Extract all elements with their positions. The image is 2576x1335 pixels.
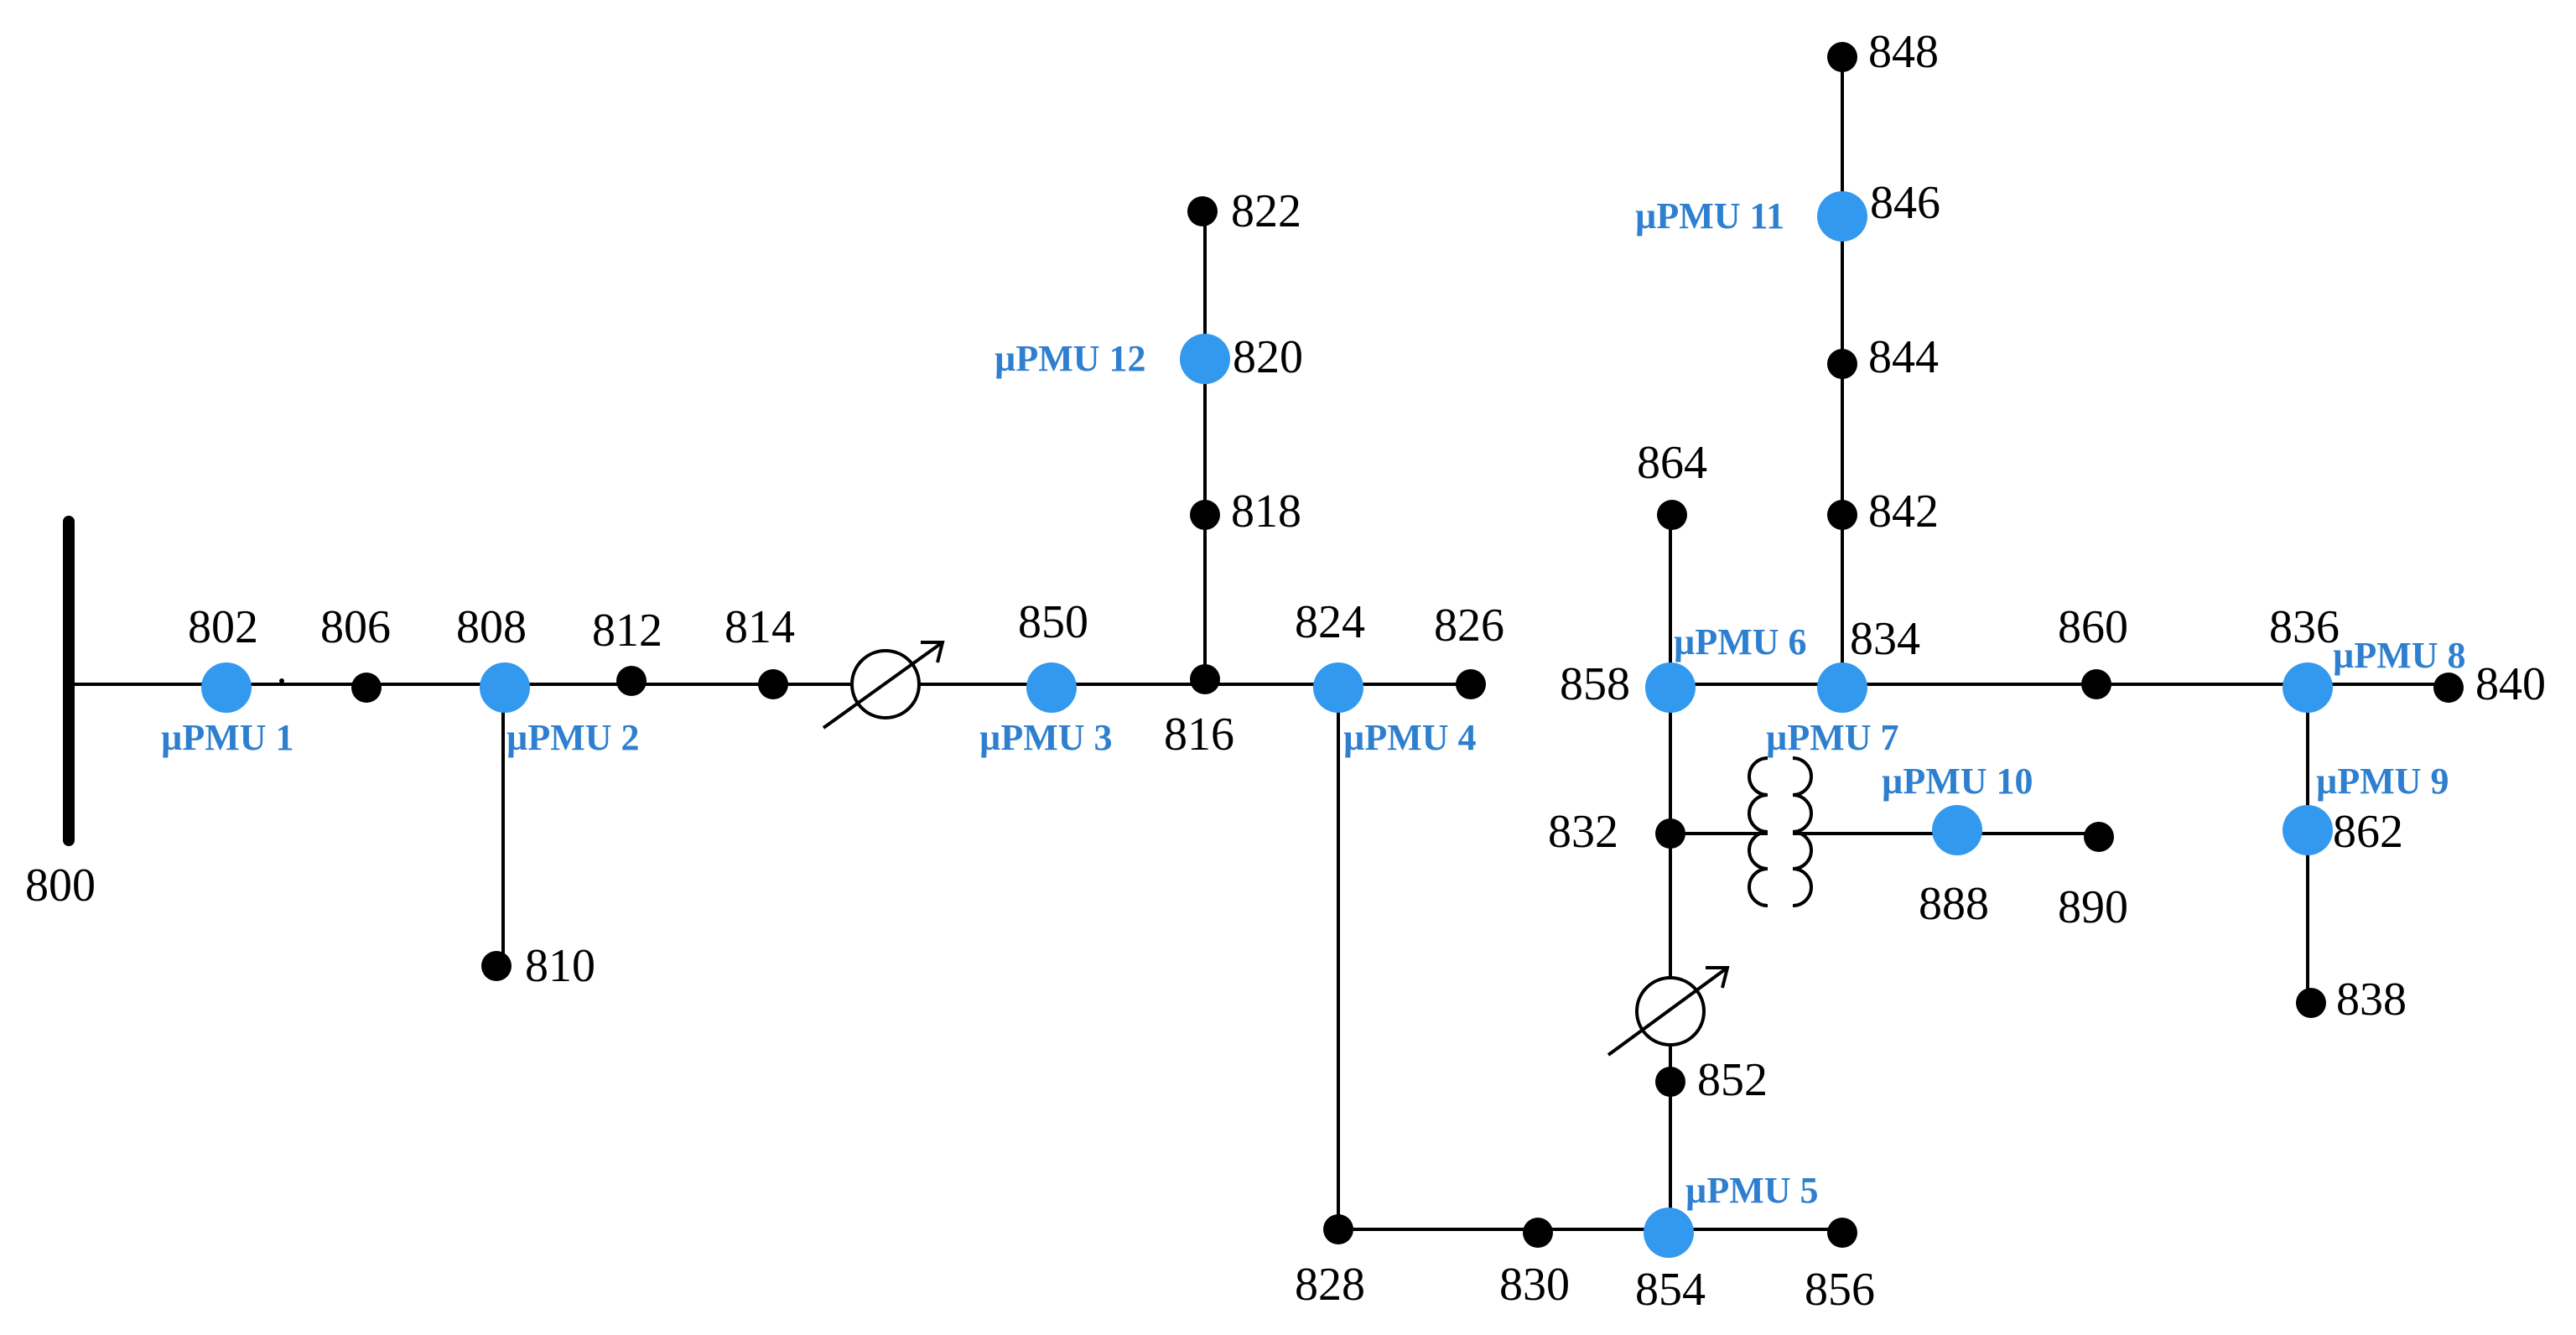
bus-842 xyxy=(1827,500,1857,530)
pmu-label-5: µPMU 5 xyxy=(1685,1170,1819,1211)
bus-label-862: 862 xyxy=(2333,806,2403,858)
bus-label-856: 856 xyxy=(1805,1264,1875,1316)
pmu-node-824 xyxy=(1313,662,1363,713)
bus-822 xyxy=(1187,196,1218,226)
pmu-label-3: µPMU 3 xyxy=(979,717,1113,758)
pmu-label-6: µPMU 6 xyxy=(1674,621,1807,662)
bus-label-860: 860 xyxy=(2058,601,2128,653)
bus-label-890: 890 xyxy=(2058,881,2128,933)
bus-838 xyxy=(2296,988,2326,1018)
bus-label-810: 810 xyxy=(525,940,595,992)
pmu-node-834 xyxy=(1817,662,1867,713)
bus-labels: 800 802 806 808 810 812 814 850 816 818 … xyxy=(25,26,2546,1316)
pmu-labels: µPMU 1 µPMU 2 µPMU 3 µPMU 4 µPMU 5 µPMU … xyxy=(161,195,2466,1211)
bus-848 xyxy=(1827,42,1857,72)
bus-label-818: 818 xyxy=(1231,486,1301,538)
bus-label-814: 814 xyxy=(724,601,795,653)
bus-label-842: 842 xyxy=(1868,486,1939,538)
bus-844 xyxy=(1827,349,1857,379)
bus-864 xyxy=(1657,500,1687,530)
pmu-node-858 xyxy=(1645,662,1696,713)
pmu-node-808 xyxy=(480,662,530,713)
pmu-label-10: µPMU 10 xyxy=(1882,761,2033,802)
bus-label-858: 858 xyxy=(1560,658,1630,710)
pmu-label-11: µPMU 11 xyxy=(1635,195,1784,236)
bus-816 xyxy=(1190,664,1220,694)
pmu-node-846 xyxy=(1817,191,1867,242)
pmu-node-850 xyxy=(1026,662,1077,713)
bus-818 xyxy=(1190,500,1220,530)
bus-label-802: 802 xyxy=(188,601,258,653)
bus-812 xyxy=(616,666,647,696)
bus-label-852: 852 xyxy=(1697,1054,1768,1106)
bus-806 xyxy=(351,673,382,703)
bus-label-854: 854 xyxy=(1635,1264,1706,1316)
voltage-regulator-2 xyxy=(1607,966,1730,1057)
bus-label-846: 846 xyxy=(1870,177,1940,229)
bus-label-806: 806 xyxy=(320,601,391,653)
bus-label-822: 822 xyxy=(1231,185,1301,237)
bus-828 xyxy=(1323,1214,1353,1244)
bus-label-800: 800 xyxy=(25,860,96,912)
bus-label-844: 844 xyxy=(1868,331,1939,383)
bus-label-832: 832 xyxy=(1548,806,1618,858)
pmu-label-1: µPMU 1 xyxy=(161,717,294,758)
pmu-node-888 xyxy=(1932,805,1982,855)
bus-label-834: 834 xyxy=(1850,613,1920,665)
pmu-label-4: µPMU 4 xyxy=(1343,717,1477,758)
pmu-node-836 xyxy=(2283,662,2333,713)
voltage-regulator-1 xyxy=(822,641,945,730)
bus-label-850: 850 xyxy=(1018,596,1088,648)
bus-label-838: 838 xyxy=(2336,974,2407,1026)
bus-nodes xyxy=(351,42,2464,1248)
bus-830 xyxy=(1523,1218,1553,1248)
bus-label-864: 864 xyxy=(1637,437,1707,489)
pmu-label-12: µPMU 12 xyxy=(995,338,1146,379)
pmu-label-9: µPMU 9 xyxy=(2316,761,2449,802)
pmu-node-820 xyxy=(1180,334,1230,384)
bus-label-808: 808 xyxy=(456,601,527,653)
bus-label-824: 824 xyxy=(1295,596,1365,648)
bus-label-888: 888 xyxy=(1919,878,1989,930)
pmu-label-8: µPMU 8 xyxy=(2333,635,2466,676)
bus-label-830: 830 xyxy=(1499,1259,1570,1311)
transformer xyxy=(1748,756,1813,907)
pmu-nodes xyxy=(201,191,2333,1258)
bus-890 xyxy=(2084,822,2114,852)
bus-label-826: 826 xyxy=(1434,600,1504,652)
bus-852 xyxy=(1655,1067,1685,1097)
bus-856 xyxy=(1827,1218,1857,1248)
bus-826 xyxy=(1456,669,1486,699)
pmu-label-7: µPMU 7 xyxy=(1766,717,1899,758)
bus-810 xyxy=(481,951,512,981)
bus-label-848: 848 xyxy=(1868,26,1939,78)
tick-mark xyxy=(279,678,284,683)
bus-label-820: 820 xyxy=(1233,331,1303,383)
pmu-node-862 xyxy=(2283,805,2333,855)
pmu-label-2: µPMU 2 xyxy=(506,717,640,758)
bus-label-816: 816 xyxy=(1164,709,1234,761)
pmu-node-802 xyxy=(201,662,252,713)
pmu-node-854 xyxy=(1644,1208,1694,1258)
bus-860 xyxy=(2081,669,2111,699)
bus-832 xyxy=(1655,818,1685,849)
bus-label-828: 828 xyxy=(1295,1259,1365,1311)
bus-label-836: 836 xyxy=(2269,601,2340,653)
bus-840 xyxy=(2433,673,2464,703)
bus-label-812: 812 xyxy=(592,605,662,657)
bus-label-840: 840 xyxy=(2475,658,2546,710)
bus-814 xyxy=(758,669,788,699)
